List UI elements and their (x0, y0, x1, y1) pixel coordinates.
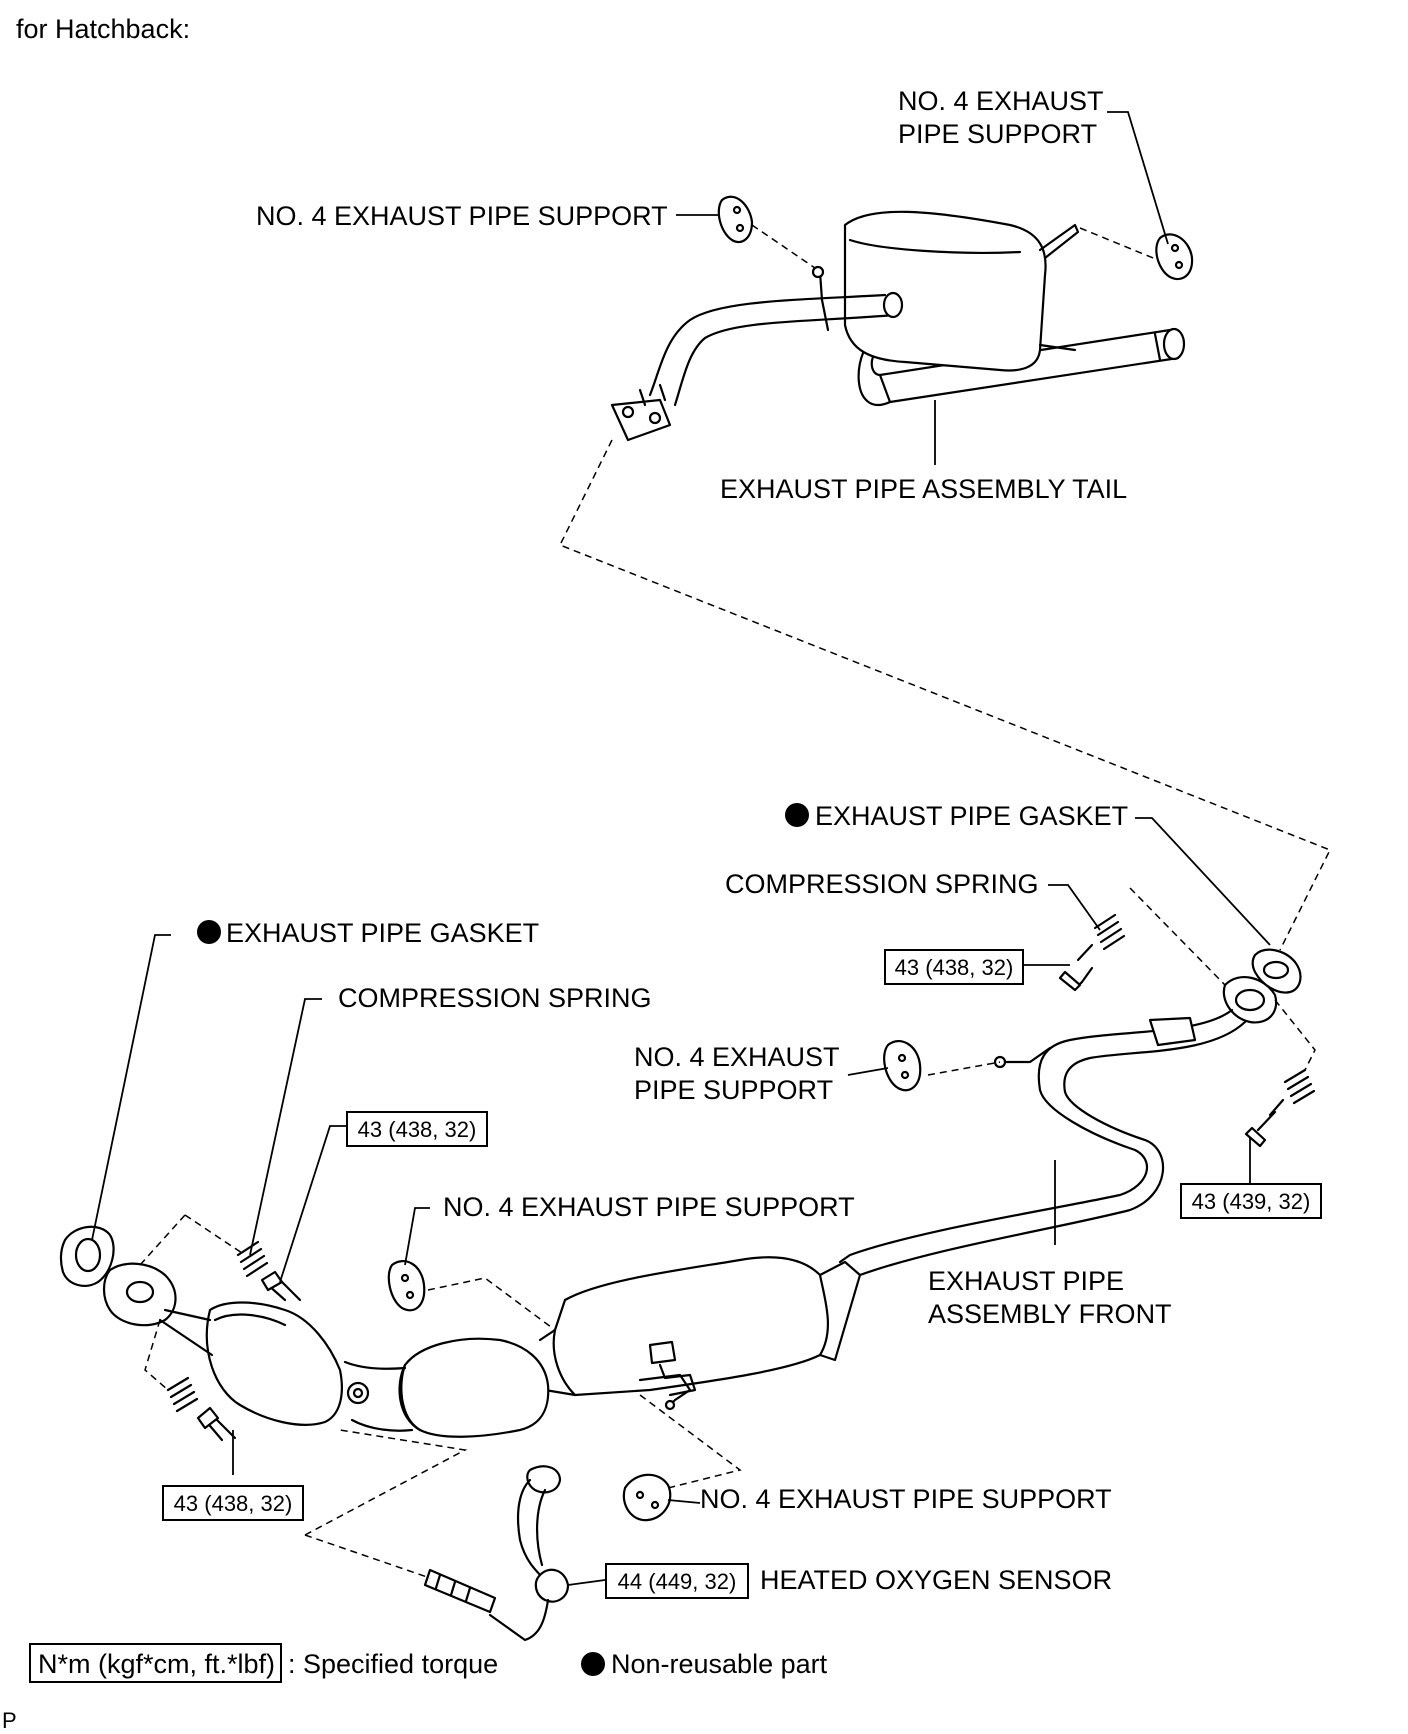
svg-text:43 (438, 32): 43 (438, 32) (174, 1491, 293, 1516)
page-title: for Hatchback: (16, 14, 190, 44)
gasket-right-label: EXHAUST PIPE GASKET (815, 801, 1128, 831)
torque-box-far-right: 43 (439, 32) (1180, 1183, 1322, 1219)
front-support-upper-rubber (883, 1040, 922, 1092)
tail-assembly-label: EXHAUST PIPE ASSEMBLY TAIL (720, 474, 1127, 504)
compression-spring-left-upper (236, 1240, 302, 1302)
legend-nonreusable-dot (581, 1652, 605, 1676)
compression-spring-left-lower (166, 1376, 237, 1442)
torque-box-left-lower: 43 (438, 32) (162, 1485, 304, 1521)
svg-text:43 (438, 32): 43 (438, 32) (358, 1117, 477, 1142)
gasket-left-label: EXHAUST PIPE GASKET (226, 918, 539, 948)
tail-support-right-rubber (1155, 233, 1194, 281)
front-support-mid-rubber (387, 1260, 426, 1312)
exhaust-tail-assembly-illustration (610, 210, 1186, 442)
svg-text:43 (439, 32): 43 (439, 32) (1192, 1189, 1311, 1214)
front-support-lower-rubber (622, 1473, 672, 1522)
footer-code: P (2, 1708, 17, 1733)
oxygen-sensor-label: HEATED OXYGEN SENSOR (760, 1565, 1112, 1595)
legend-torque-text: : Specified torque (288, 1649, 498, 1679)
front-assembly-label-line1: EXHAUST PIPE (928, 1266, 1124, 1296)
front-support-lower-label: NO. 4 EXHAUST PIPE SUPPORT (700, 1484, 1112, 1514)
heated-oxygen-sensor-illustration (423, 1465, 570, 1642)
tail-support-left-rubber (717, 195, 754, 244)
nonreusable-marker-left-gasket (197, 920, 221, 944)
svg-text:44 (449, 32): 44 (449, 32) (618, 1569, 737, 1594)
legend: N*m (kgf*cm, ft.*lbf) : Specified torque… (29, 1643, 828, 1683)
exhaust-pipe-gasket-right (1251, 948, 1302, 994)
exhaust-pipe-gasket-left (59, 1225, 115, 1287)
nonreusable-marker-right-gasket (785, 803, 809, 827)
front-assembly-label-line2: ASSEMBLY FRONT (928, 1299, 1172, 1329)
front-support-upper-label-line1: NO. 4 EXHAUST (634, 1042, 840, 1072)
legend-torque-unit: N*m (kgf*cm, ft.*lbf) (38, 1649, 275, 1679)
torque-box-upper-right: 43 (438, 32) (884, 949, 1024, 985)
torque-box-oxygen-sensor: 44 (449, 32) (605, 1563, 749, 1599)
legend-torque-box (29, 1643, 282, 1683)
svg-text:43 (438, 32): 43 (438, 32) (895, 955, 1014, 980)
front-support-upper-label-line2: PIPE SUPPORT (634, 1075, 833, 1105)
compression-spring-right-upper (1058, 913, 1126, 992)
tail-support-right-label-line1: NO. 4 EXHAUST (898, 86, 1104, 116)
torque-box-left-upper: 43 (438, 32) (346, 1111, 488, 1147)
tail-support-right-label-line2: PIPE SUPPORT (898, 119, 1097, 149)
compression-spring-right-lower (1244, 1068, 1316, 1148)
exhaust-front-assembly-illustration (102, 976, 1278, 1438)
front-support-mid-label: NO. 4 EXHAUST PIPE SUPPORT (443, 1192, 855, 1222)
tail-support-left-label: NO. 4 EXHAUST PIPE SUPPORT (256, 201, 668, 231)
spring-left-label: COMPRESSION SPRING (338, 983, 652, 1013)
spring-right-label: COMPRESSION SPRING (725, 869, 1039, 899)
legend-nonreusable-text: Non-reusable part (611, 1649, 828, 1679)
